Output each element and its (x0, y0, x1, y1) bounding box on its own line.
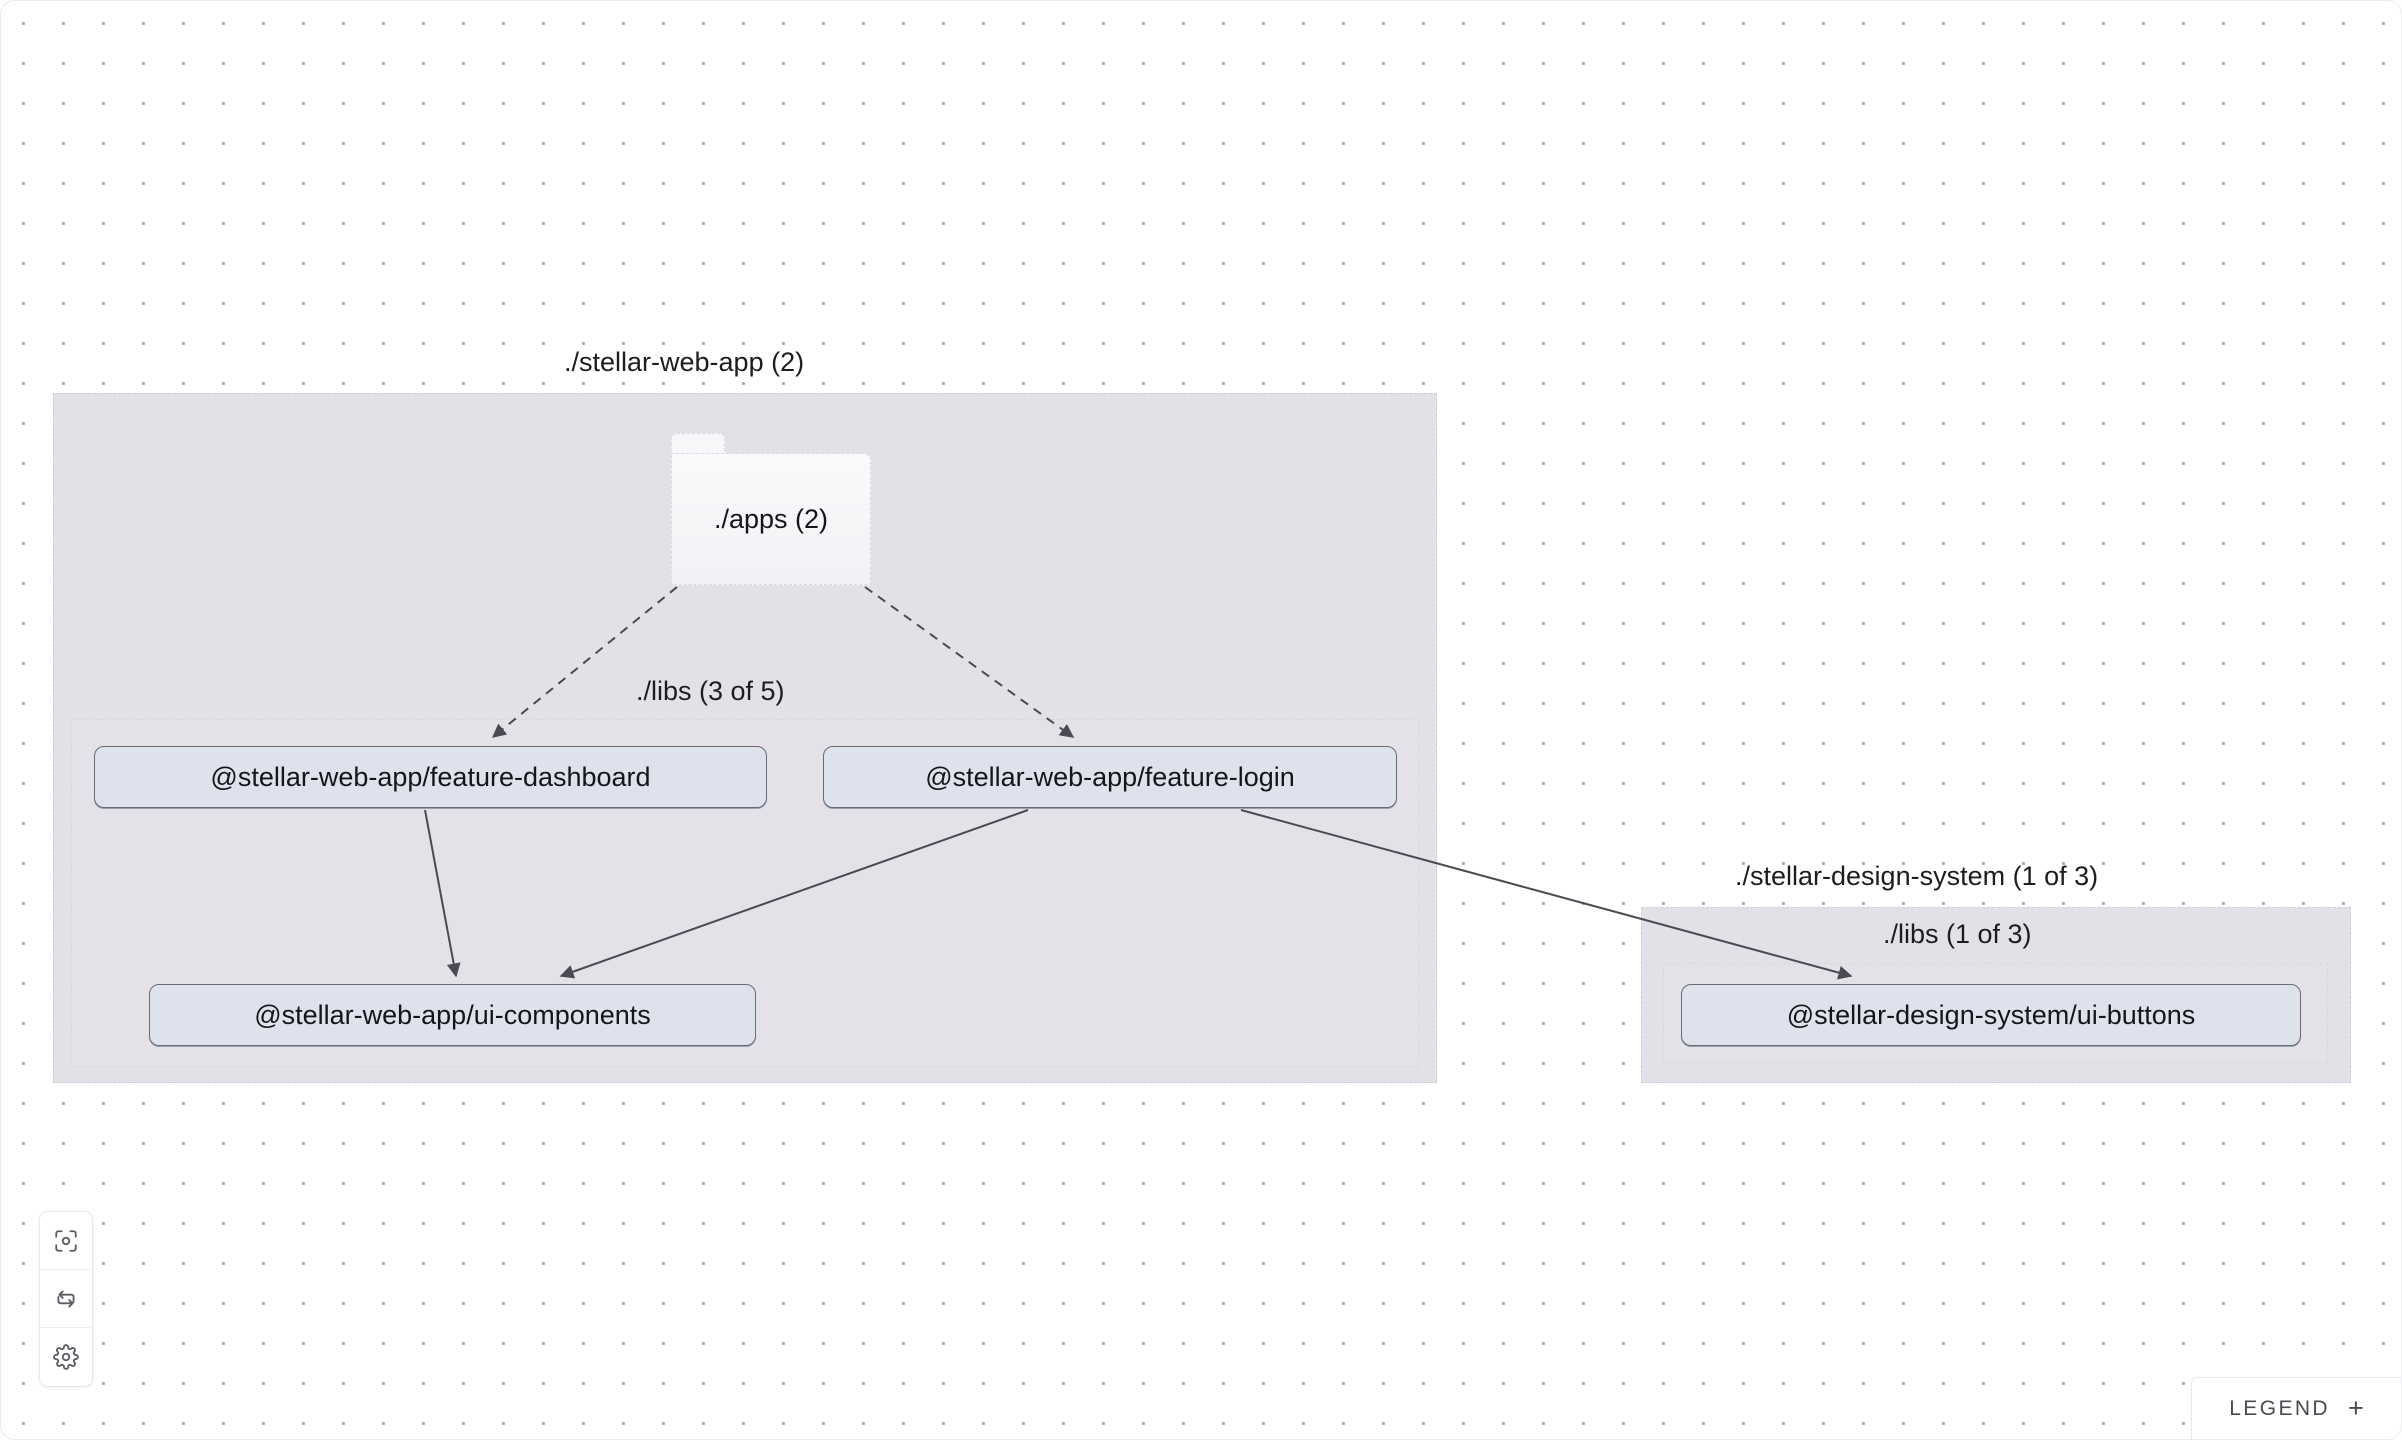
project-group-label-stellar-design-system: ./stellar-design-system (1 of 3) (1735, 861, 2099, 891)
gear-icon (53, 1344, 79, 1370)
directory-group-libs-design-system[interactable] (1663, 963, 2328, 1063)
project-group-label-stellar-web-app: ./stellar-web-app (2) (564, 347, 805, 377)
project-node-feature-login[interactable]: @stellar-web-app/feature-login (823, 746, 1397, 808)
refresh-icon (53, 1286, 79, 1312)
settings-button[interactable] (40, 1328, 92, 1386)
refresh-button[interactable] (40, 1270, 92, 1328)
directory-group-label-libs-design-system: ./libs (1 of 3) (1883, 919, 2032, 949)
project-node-label: @stellar-web-app/ui-components (254, 999, 651, 1030)
folder-apps[interactable]: ./apps (2) (671, 433, 871, 585)
folder-body: ./apps (2) (671, 453, 871, 585)
legend-expand-icon[interactable]: + (2347, 1393, 2364, 1423)
folder-label-apps: ./apps (2) (713, 503, 829, 534)
project-node-ui-components[interactable]: @stellar-web-app/ui-components (149, 984, 756, 1046)
focus-graph-button[interactable] (40, 1212, 92, 1270)
project-node-label: @stellar-web-app/feature-login (925, 761, 1295, 792)
project-node-label: @stellar-web-app/feature-dashboard (210, 761, 651, 792)
project-node-feature-dashboard[interactable]: @stellar-web-app/feature-dashboard (94, 746, 767, 808)
folder-tab (671, 433, 725, 455)
legend-label: LEGEND (2229, 1396, 2330, 1420)
project-node-ui-buttons[interactable]: @stellar-design-system/ui-buttons (1681, 984, 2301, 1046)
focus-target-icon (53, 1228, 79, 1254)
project-node-label: @stellar-design-system/ui-buttons (1786, 999, 2196, 1030)
directory-group-label-libs-web-app: ./libs (3 of 5) (636, 676, 785, 706)
canvas-toolbar[interactable] (39, 1211, 93, 1387)
legend-bar[interactable]: LEGEND + (2191, 1377, 2401, 1439)
